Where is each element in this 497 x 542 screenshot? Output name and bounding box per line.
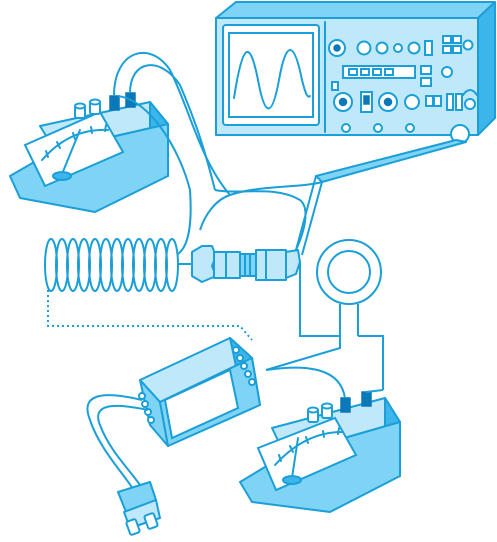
knob-icon[interactable]: [465, 99, 475, 109]
analog-meter-top: [10, 93, 168, 212]
analog-meter-bottom: [240, 368, 400, 512]
connector-sleeve: [240, 254, 256, 276]
button-icon[interactable]: [443, 46, 451, 53]
knob-icon[interactable]: [409, 43, 420, 54]
button-icon[interactable]: [421, 78, 431, 86]
dotted-wire: [48, 290, 252, 340]
button-icon[interactable]: [443, 36, 451, 43]
jack-icon[interactable]: [374, 124, 382, 132]
power-plug: [118, 482, 160, 535]
connector-left: [192, 246, 216, 282]
switch-icon[interactable]: [456, 94, 462, 110]
oscilloscope-top: [216, 2, 495, 18]
jack-icon[interactable]: [406, 124, 414, 132]
knob-icon[interactable]: [442, 67, 452, 77]
button-icon[interactable]: [434, 96, 441, 106]
switch-icon[interactable]: [425, 41, 432, 55]
knob-icon[interactable]: [377, 43, 388, 54]
terminal-icon[interactable]: [341, 398, 350, 412]
oscilloscope-side: [478, 2, 495, 135]
coil: [45, 239, 192, 291]
jack-icon[interactable]: [342, 124, 350, 132]
knob-icon[interactable]: [405, 95, 419, 109]
button-icon[interactable]: [453, 36, 461, 43]
connector-right: [256, 250, 286, 280]
button-icon[interactable]: [426, 96, 433, 106]
terminal-icon[interactable]: [362, 392, 371, 406]
switch-icon[interactable]: [332, 82, 338, 90]
ring-inner: [328, 251, 370, 293]
switch-icon[interactable]: [447, 94, 453, 110]
knob-icon[interactable]: [464, 41, 473, 50]
meter-pivot: [53, 172, 71, 180]
knob-icon[interactable]: [394, 44, 402, 52]
power-supply-box: [139, 338, 260, 446]
connector: [192, 246, 300, 282]
button-icon[interactable]: [453, 46, 461, 53]
button-icon[interactable]: [421, 66, 431, 74]
terminal-icon[interactable]: [110, 96, 119, 110]
probe-ribbon: [316, 140, 466, 182]
probe-cable: [230, 140, 466, 255]
power-cord: [87, 395, 148, 492]
oscilloscope: [216, 2, 495, 143]
meter-pivot: [283, 476, 301, 484]
knob-icon[interactable]: [358, 42, 371, 55]
